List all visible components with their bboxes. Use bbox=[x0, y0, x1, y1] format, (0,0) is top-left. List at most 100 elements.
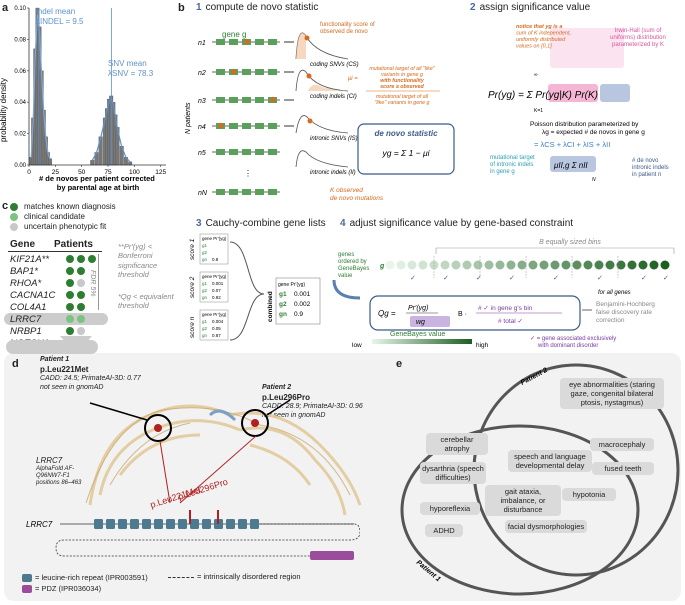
phenotype-item: hypotonia bbox=[562, 488, 616, 501]
is-label: intronic SNVs (IS) bbox=[310, 136, 358, 142]
x-tick-label: 50 bbox=[78, 169, 86, 176]
q-formula: Qg = bbox=[378, 309, 396, 318]
gene-circle bbox=[517, 260, 527, 270]
mu-numerator: mutational target of all "like"variants … bbox=[369, 66, 435, 90]
exon bbox=[242, 69, 251, 75]
patient-label: n5 bbox=[198, 150, 206, 157]
legend-d: = leucine-rich repeat (IPR003591) = PDZ … bbox=[22, 572, 148, 595]
track-label: LRRC7 bbox=[26, 520, 53, 529]
exon bbox=[229, 97, 238, 103]
curve-ci bbox=[295, 69, 349, 92]
patient-dot bbox=[77, 291, 85, 299]
combined-value: 0.9 bbox=[294, 311, 303, 318]
patient-dot bbox=[66, 303, 74, 311]
exon bbox=[268, 149, 277, 155]
patient1-ellipse bbox=[400, 424, 640, 596]
patient-dot bbox=[66, 315, 74, 323]
ellipsis: ⋮ bbox=[244, 169, 252, 178]
lrr-domain bbox=[238, 519, 247, 529]
denovo-star: ✸ bbox=[243, 37, 251, 47]
gene-circle bbox=[407, 260, 417, 270]
table-gene: gn bbox=[202, 295, 208, 300]
y-tick-label: 0.00 bbox=[14, 163, 26, 169]
exon bbox=[242, 39, 251, 45]
exon bbox=[229, 123, 238, 129]
p2-variant: p.Leu296Pro bbox=[262, 392, 311, 402]
legend-item: clinical candidate bbox=[10, 212, 85, 221]
histogram-svg: probability density 0.000.020.040.060.08… bbox=[0, 6, 167, 192]
lrr-domain bbox=[94, 519, 103, 529]
phenotype-item: eye abnormalities (staring gaze, congeni… bbox=[560, 378, 664, 409]
patient2-info: Patient 2 p.Leu296Pro CADD: 28.9; Primat… bbox=[262, 384, 363, 420]
x-axis-label-1: # de novos per patient corrected by pare… bbox=[39, 174, 157, 192]
panel-e-label: e bbox=[396, 358, 403, 370]
exon bbox=[242, 123, 251, 129]
phenotype-item: dysarthria (speech difficulties) bbox=[420, 462, 486, 484]
step4-text: adjust significance value by gene-based … bbox=[349, 218, 574, 229]
table-value: 0.87 bbox=[212, 333, 221, 338]
mu-denominator: mutational target of all"like" variants … bbox=[375, 94, 430, 106]
gene-circle bbox=[605, 260, 615, 270]
exon bbox=[216, 123, 225, 129]
exon bbox=[229, 149, 238, 155]
svg-text:N: N bbox=[592, 177, 596, 183]
exon bbox=[268, 39, 277, 45]
combined-value: 0.002 bbox=[294, 301, 311, 308]
denovo-star: ✸ bbox=[269, 95, 277, 105]
bins-label: B equally sized bins bbox=[539, 239, 601, 246]
x-tick-label: 100 bbox=[129, 169, 140, 176]
gene-name: KIF21A** bbox=[10, 254, 50, 265]
gene-name: NRBP1 bbox=[10, 326, 42, 337]
stat-title: de novo statistic bbox=[374, 129, 438, 138]
p2-gnomad: not seen in gnomAD bbox=[262, 411, 326, 419]
snv-mean-value: λSNV = 78.3 bbox=[108, 69, 154, 78]
x-tick-label: 75 bbox=[104, 169, 112, 176]
low-label: low bbox=[352, 342, 362, 349]
combined-gene: g1 bbox=[279, 291, 287, 298]
exon bbox=[216, 69, 225, 75]
stat-formula: yg = Σ 1 − μi bbox=[381, 148, 430, 158]
patient-label: n4 bbox=[198, 124, 206, 131]
gene-g-label: gene g bbox=[222, 30, 246, 39]
legend-pdz: = PDZ (IPR036034) bbox=[35, 584, 102, 594]
indel-mean-label: indel mean bbox=[36, 7, 75, 16]
gene-circle bbox=[396, 260, 406, 270]
check-mark: ✓ bbox=[663, 275, 669, 282]
combined-value: 0.001 bbox=[294, 291, 311, 298]
genebayes-label: GeneBayes value bbox=[390, 331, 445, 338]
legend-dis-text: = intrinsically disordered region bbox=[197, 572, 301, 581]
curve-is bbox=[295, 115, 349, 134]
protein-info: LRRC7 AlphaFold AF-Q96NW7-F1 positions 8… bbox=[36, 456, 86, 487]
exon bbox=[229, 189, 238, 195]
patient-dot bbox=[77, 315, 85, 323]
phenotype-item: facial dysmorphologies bbox=[505, 520, 587, 533]
legend-lrr: = leucine-rich repeat (IPR003591) bbox=[35, 573, 148, 582]
fit-curve bbox=[30, 14, 51, 160]
exon bbox=[268, 69, 277, 75]
score-table bbox=[199, 271, 229, 303]
patient-dot bbox=[66, 255, 74, 263]
gene-circle bbox=[638, 260, 648, 270]
combined-gene: gn bbox=[279, 311, 287, 318]
gene-circle bbox=[484, 260, 494, 270]
table-gene: g1 bbox=[202, 319, 208, 324]
score2-label: score 2 bbox=[189, 276, 196, 298]
snv-mean-label: SNV mean bbox=[108, 59, 147, 68]
gene-circle bbox=[561, 260, 571, 270]
pdz-swatch bbox=[22, 585, 32, 594]
p1-title: Patient 1 bbox=[40, 356, 70, 363]
patient2-label: Patient 2 bbox=[520, 367, 549, 387]
svg-text:# ✓ in gene g's bin: # ✓ in gene g's bin bbox=[478, 305, 533, 312]
gene-circle bbox=[583, 260, 593, 270]
mutation1-circle bbox=[144, 414, 172, 442]
col-patients: Patients bbox=[54, 239, 93, 250]
panel-c-label: c bbox=[2, 200, 9, 212]
ci-label: coding indels (CI) bbox=[310, 94, 357, 100]
exon bbox=[229, 69, 238, 75]
gene-track: LRRC7 bbox=[20, 503, 361, 560]
table-gene: g1 bbox=[202, 243, 208, 248]
x-tick-label: 125 bbox=[155, 169, 166, 176]
table-value: 0.001 bbox=[212, 281, 224, 286]
